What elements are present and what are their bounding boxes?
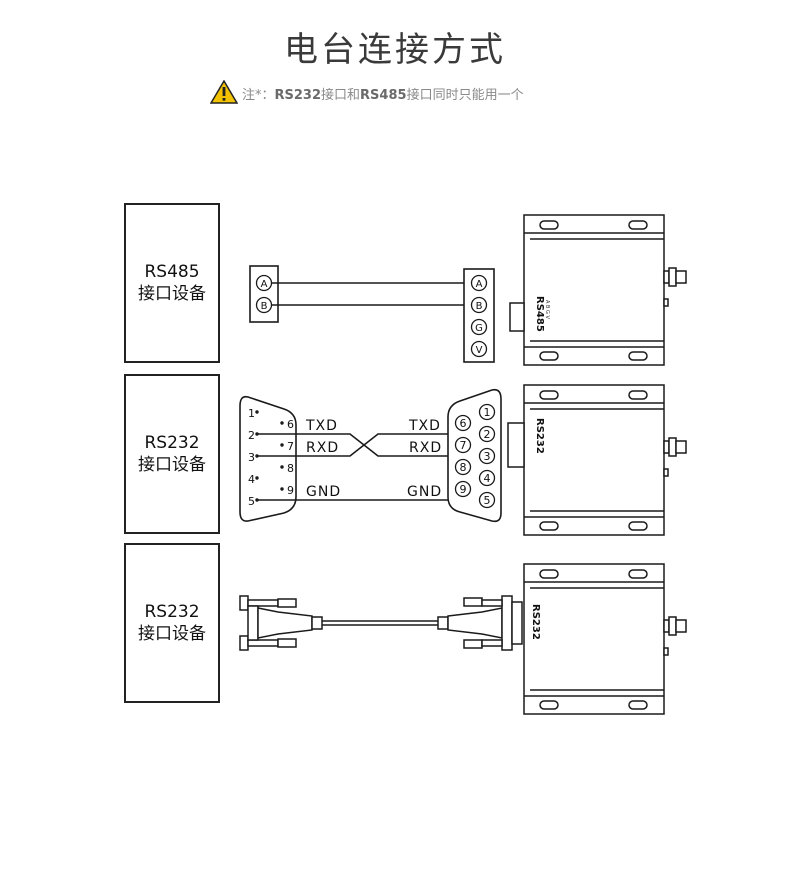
cable-left-plug <box>239 595 323 651</box>
signal-label: RXD <box>306 440 339 456</box>
pin-label: A <box>261 279 268 290</box>
pin-label: 8 <box>460 461 467 474</box>
radio-unit-rs232: RS232 <box>507 384 687 536</box>
note-prefix: 注*： <box>242 88 275 103</box>
pin-label: 8 <box>287 462 294 475</box>
pin-label: 9 <box>460 483 467 496</box>
device-label-line2: 接口设备 <box>138 455 206 475</box>
port-small-pins: A B G V <box>544 300 550 319</box>
note-rs485: RS485 <box>360 88 407 103</box>
note-and: 接口和 <box>321 88 361 103</box>
db9-left-connector: 1 2 3 4 5 6 7 8 9 <box>239 395 297 522</box>
radio-unit-rs485: RS485 A B G V <box>509 214 687 366</box>
port-label: RS232 <box>530 604 541 640</box>
port-label: RS232 <box>534 418 545 454</box>
pin-label: 6 <box>287 418 294 431</box>
pin-label: B <box>261 301 268 312</box>
pin-label: 1 <box>484 406 491 419</box>
rs232-cable-device-box: RS232 接口设备 <box>124 543 220 703</box>
signal-label: RXD <box>409 440 442 456</box>
rs485-right-terminal: A B G V <box>463 268 495 363</box>
pin-label: 7 <box>287 440 294 453</box>
port-label: RS485 <box>534 296 545 332</box>
warning-note: 注*：RS232接口和RS485接口同时只能用一个 <box>210 80 610 106</box>
device-label-line2: 接口设备 <box>138 284 206 304</box>
radio-unit-rs232-cable: RS232 <box>523 563 687 715</box>
pin-label: 5 <box>484 494 491 507</box>
device-label-line2: 接口设备 <box>138 624 206 644</box>
pin-label: 2 <box>248 429 255 442</box>
page-title: 电台连接方式 <box>284 30 506 70</box>
signal-label: GND <box>407 484 442 500</box>
device-label-line1: RS485 <box>144 262 200 282</box>
pin-label: 1 <box>248 407 255 420</box>
pin-label: 5 <box>248 495 255 508</box>
pin-label: 3 <box>248 451 255 464</box>
pin-label: B <box>476 301 483 312</box>
pin-label: A <box>476 279 483 290</box>
pin-label: 6 <box>460 417 467 430</box>
pin-label: 9 <box>287 484 294 497</box>
rs485-device-box: RS485 接口设备 <box>124 203 220 363</box>
note-rest: 接口同时只能用一个 <box>406 88 524 103</box>
device-label-line1: RS232 <box>144 602 200 622</box>
cable-right-plug <box>437 595 523 651</box>
pin-label: 3 <box>484 450 491 463</box>
note-rs232: RS232 <box>274 88 322 103</box>
device-label-line1: RS232 <box>144 433 200 453</box>
pin-label: 4 <box>484 472 491 485</box>
pin-label: G <box>475 323 483 334</box>
rs232-device-box: RS232 接口设备 <box>124 374 220 534</box>
signal-label: TXD <box>305 418 338 434</box>
db9-right-connector: 1 2 3 4 5 6 7 8 9 <box>447 388 502 523</box>
warning-icon <box>210 80 238 104</box>
pin-label: 7 <box>460 439 467 452</box>
signal-label: GND <box>306 484 341 500</box>
rs485-left-terminal: A B <box>249 265 279 323</box>
note-text: 注*：RS232接口和RS485接口同时只能用一个 <box>242 84 524 103</box>
pin-label: 4 <box>248 473 255 486</box>
signal-label: TXD <box>408 418 441 434</box>
wire-rxd <box>257 433 478 457</box>
pin-label: V <box>476 345 483 356</box>
pin-label: 2 <box>484 428 491 441</box>
